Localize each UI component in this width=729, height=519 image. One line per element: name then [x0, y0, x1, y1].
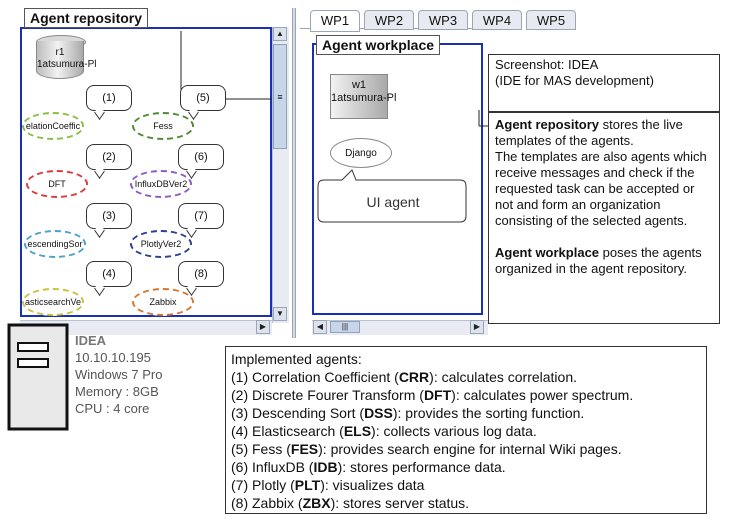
- implemented-agent-item-5: (5) Fess (FES): provides search engine f…: [231, 441, 622, 457]
- description-term-repository: Agent repository: [495, 117, 600, 132]
- callout-7: (7): [178, 203, 224, 229]
- tab-wp2[interactable]: WP2: [364, 10, 414, 30]
- repository-scroll-down-button[interactable]: ▼: [273, 307, 287, 321]
- implemented-agents-box: Implemented agents: (1) Correlation Coef…: [225, 346, 707, 514]
- workplace-agent-django[interactable]: Django: [330, 138, 392, 168]
- workplace-agent-w1[interactable]: w1 1atsumura-Pl: [330, 74, 396, 119]
- repository-scroll-thumb[interactable]: ≡: [273, 44, 287, 149]
- agent-plotly[interactable]: PlotlyVer2: [130, 230, 192, 258]
- workplace-scroll-thumb[interactable]: |||: [330, 321, 360, 333]
- tab-wp4[interactable]: WP4: [472, 10, 522, 30]
- callout-4: (4): [86, 261, 132, 287]
- agent-influxdb[interactable]: InfluxDBVer2: [130, 170, 192, 198]
- implemented-agent-item-8: (8) Zabbix (ZBX): stores server status.: [231, 495, 470, 511]
- ui-agent-callout-shape: [317, 169, 467, 223]
- server-os: Windows 7 Pro: [75, 367, 163, 382]
- agent-correlation-coefficient[interactable]: elationCoeffic: [22, 112, 84, 140]
- repository-scroll-right-button[interactable]: ▶: [256, 320, 270, 334]
- agent-fess[interactable]: Fess: [132, 112, 194, 140]
- implemented-agent-item-2: (2) Discrete Fourer Transform (DFT): cal…: [231, 387, 634, 403]
- screenshot-note: Screenshot: IDEA (IDE for MAS developmen…: [488, 54, 720, 112]
- screenshot-note-line1: Screenshot: IDEA: [495, 57, 599, 72]
- agent-repository-title: Agent repository: [24, 8, 149, 28]
- tab-wp5[interactable]: WP5: [526, 10, 576, 30]
- agent-workplace-title: Agent workplace: [316, 35, 441, 55]
- implemented-agent-item-4: (4) Elasticsearch (ELS): collects variou…: [231, 423, 537, 439]
- repository-scroll-up-button[interactable]: ▲: [273, 27, 287, 41]
- db-agent-r1[interactable]: r1 1atsumura-Pl: [36, 41, 96, 79]
- repository-connectors: [180, 31, 272, 100]
- callout-2: (2): [86, 144, 132, 170]
- description-paragraph-1: Agent repository stores the live templat…: [495, 117, 683, 148]
- implemented-agent-item-6: (6) InfluxDB (IDB): stores performance d…: [231, 459, 506, 475]
- screenshot-note-line2: (IDE for MAS development): [495, 73, 654, 88]
- server-name: IDEA: [75, 333, 107, 348]
- ui-agent-label: UI agent: [366, 194, 420, 210]
- callout-5: (5): [180, 85, 226, 111]
- callout-6: (6): [178, 144, 224, 170]
- workplace-scroll-left-button[interactable]: ◀: [313, 320, 327, 334]
- server-memory: Memory : 8GB: [75, 384, 159, 399]
- callout-1: (1): [86, 85, 132, 111]
- agent-descending-sort[interactable]: escendingSor: [24, 230, 86, 258]
- implemented-agent-item-1: (1) Correlation Coefficient (CRR): calcu…: [231, 369, 577, 385]
- agent-zabbix[interactable]: Zabbix: [132, 288, 194, 316]
- implemented-agents-heading: Implemented agents:: [231, 351, 362, 367]
- implemented-agent-item-3: (3) Descending Sort (DSS): provides the …: [231, 405, 585, 421]
- agent-elasticsearch[interactable]: asticsearchVe: [22, 288, 84, 316]
- agent-dft[interactable]: DFT: [26, 170, 88, 198]
- server-icon: [7, 323, 69, 431]
- callout-8: (8): [178, 261, 224, 287]
- description-paragraph-3: Agent workplace poses the agents organiz…: [495, 245, 702, 276]
- callout-3: (3): [86, 203, 132, 229]
- implemented-agent-item-7: (7) Plotly (PLT): visualizes data: [231, 477, 425, 493]
- tab-wp1[interactable]: WP1: [310, 10, 360, 32]
- workplace-scroll-right-button[interactable]: ▶: [470, 320, 484, 334]
- server-cpu: CPU : 4 core: [75, 401, 150, 416]
- split-pane-divider[interactable]: [292, 8, 296, 338]
- tab-wp3[interactable]: WP3: [418, 10, 468, 30]
- description-paragraph-2: The templates are also agents which rece…: [495, 149, 707, 228]
- description-box: Agent repository stores the live templat…: [488, 112, 720, 324]
- repository-horizontal-scrollbar[interactable]: [20, 320, 272, 335]
- description-term-workplace: Agent workplace: [495, 245, 600, 260]
- server-info: IDEA 10.10.10.195 Windows 7 Pro Memory :…: [75, 332, 162, 417]
- server-ip: 10.10.10.195: [75, 350, 151, 365]
